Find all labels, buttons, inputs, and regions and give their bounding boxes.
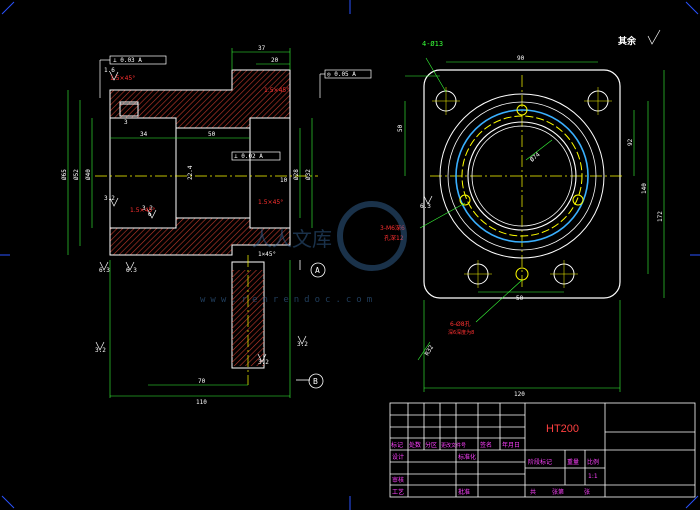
front-roughness: 6.3 bbox=[420, 203, 431, 210]
roughness-6: 3.2 bbox=[104, 195, 115, 202]
dim-chamfer: 1×45° bbox=[258, 251, 276, 258]
title-block-text: HT200 标记 处数 分区 更改文件号 签名 年月日 设计 审核 工艺 标准化… bbox=[391, 423, 599, 496]
tapped-hole-right bbox=[572, 194, 584, 206]
tb-row-label-6: 年月日 bbox=[502, 441, 520, 449]
holes-callout: 4-Ø13 bbox=[422, 40, 443, 48]
dim-34: 34 bbox=[140, 131, 148, 138]
material-label: HT200 bbox=[546, 423, 579, 435]
bore-inner bbox=[471, 125, 573, 227]
surface-finish-note: 其余 bbox=[618, 35, 637, 47]
tb-row-label-5: 签名 bbox=[480, 441, 492, 449]
watermark-brand: 人人文库 bbox=[252, 228, 332, 251]
tb-row-label-2: 处数 bbox=[409, 441, 421, 449]
dim-172: 172 bbox=[657, 211, 664, 222]
tapped-hole-left bbox=[459, 194, 471, 206]
roughness-4: 3.2 bbox=[297, 341, 308, 348]
watermark: 人人文库 www.renrendoc.com bbox=[200, 201, 407, 305]
section-hatch-upper bbox=[109, 69, 291, 129]
chamfer-note-4: 1.5×45° bbox=[258, 199, 283, 206]
watermark-logo bbox=[337, 201, 407, 271]
leader-note-3: 6-Ø8孔 bbox=[450, 320, 471, 328]
chamfer-note-2: 1.5×45° bbox=[264, 87, 289, 94]
dim-50: 50 bbox=[208, 131, 216, 138]
tb-sheet-label-3: 张 bbox=[584, 488, 590, 496]
tb-scale-value: 1:1 bbox=[588, 473, 598, 480]
tb-row-label-4: 更改文件号 bbox=[441, 442, 466, 449]
roughness-5: 3.2 bbox=[258, 359, 269, 366]
leader-note-1: 3-M6深6 bbox=[380, 224, 405, 232]
dim-22-4: 22.4 bbox=[187, 165, 194, 180]
tb-mid-label-1: 标准化 bbox=[458, 453, 476, 461]
flange-outline bbox=[423, 69, 621, 299]
leader-note-2: 孔深12 bbox=[384, 234, 404, 242]
dim-dia-28: Ø28 bbox=[293, 169, 300, 180]
roughness-7: 1.6 bbox=[104, 67, 115, 74]
tb-left-label-3: 工艺 bbox=[392, 488, 404, 496]
watermark-url: www.renrendoc.com bbox=[200, 295, 377, 305]
outer-boss bbox=[439, 93, 605, 259]
tb-row-label-1: 标记 bbox=[391, 441, 403, 449]
tb-stage-label-1: 阶段标记 bbox=[528, 458, 552, 466]
dim-dia-40: Ø40 bbox=[85, 169, 92, 180]
datum-a-label: A bbox=[315, 266, 320, 275]
dim-37: 37 bbox=[258, 45, 266, 52]
dim-r32: R32 bbox=[424, 344, 436, 357]
dim-50-bottom: 50 bbox=[516, 295, 524, 302]
boss-ring bbox=[447, 101, 597, 251]
dim-height-50: 50 bbox=[397, 124, 404, 132]
dim-dia-65: Ø65 bbox=[61, 169, 68, 180]
front-dimension-text: 4-Ø13 90 50 92 140 172 120 50 R32 Ø74 3-… bbox=[380, 35, 664, 398]
chamfer-note-3: 1.5×45° bbox=[130, 207, 155, 214]
dim-20: 20 bbox=[271, 57, 279, 64]
roughness-2: 6.3 bbox=[126, 267, 137, 274]
dim-dia-32: Ø32 bbox=[305, 169, 312, 180]
dim-dia-52: Ø52 bbox=[73, 169, 80, 180]
leader-note-4: 深6深度为8 bbox=[448, 329, 474, 336]
title-block bbox=[389, 402, 696, 498]
dim-10: 10 bbox=[280, 177, 288, 184]
dim-depth-6: 6 bbox=[148, 211, 152, 218]
section-dimension-text: 37 20 34 50 70 110 Ø65 Ø52 Ø40 Ø28 Ø32 2… bbox=[61, 45, 356, 406]
tolerance-frame-1: ⊥ 0.03 A bbox=[113, 57, 142, 64]
tolerance-frame-3: ⊥ 0.02 A bbox=[234, 153, 263, 160]
bolt-circle bbox=[455, 109, 589, 243]
dim-92: 92 bbox=[627, 138, 634, 146]
tb-mid-label-2: 批准 bbox=[458, 488, 470, 496]
dim-width-120: 120 bbox=[514, 391, 525, 398]
chamfer-note-1: 1.5×45° bbox=[110, 75, 135, 82]
bore-ring-yellow bbox=[461, 115, 583, 237]
roughness-1: 6.3 bbox=[99, 267, 110, 274]
bore bbox=[467, 121, 577, 231]
dim-70: 70 bbox=[198, 378, 206, 385]
tb-row-label-3: 分区 bbox=[425, 441, 437, 449]
dim-110: 110 bbox=[196, 399, 207, 406]
tb-left-label-2: 审核 bbox=[392, 476, 404, 484]
roughness-3: 3.2 bbox=[95, 347, 106, 354]
section-view bbox=[67, 48, 372, 398]
tb-sheet-label-1: 共 bbox=[530, 488, 536, 496]
dim-small-3: 3 bbox=[124, 119, 128, 126]
tb-stage-label-2: 重量 bbox=[567, 458, 579, 466]
tb-sheet-label-2: 张第 bbox=[552, 488, 564, 496]
dim-width-90: 90 bbox=[517, 55, 525, 62]
tolerance-frame-2: ◎ 0.05 A bbox=[327, 71, 356, 78]
roughness-8: 3.2 bbox=[142, 205, 153, 212]
tb-left-label-1: 设计 bbox=[392, 453, 404, 461]
tb-stage-label-3: 比例 bbox=[587, 458, 599, 466]
datum-b-label: B bbox=[313, 377, 318, 386]
front-view bbox=[404, 29, 665, 392]
tapped-hole-top bbox=[516, 104, 528, 116]
dim-140: 140 bbox=[641, 183, 648, 194]
dim-d74: Ø74 bbox=[529, 151, 542, 164]
